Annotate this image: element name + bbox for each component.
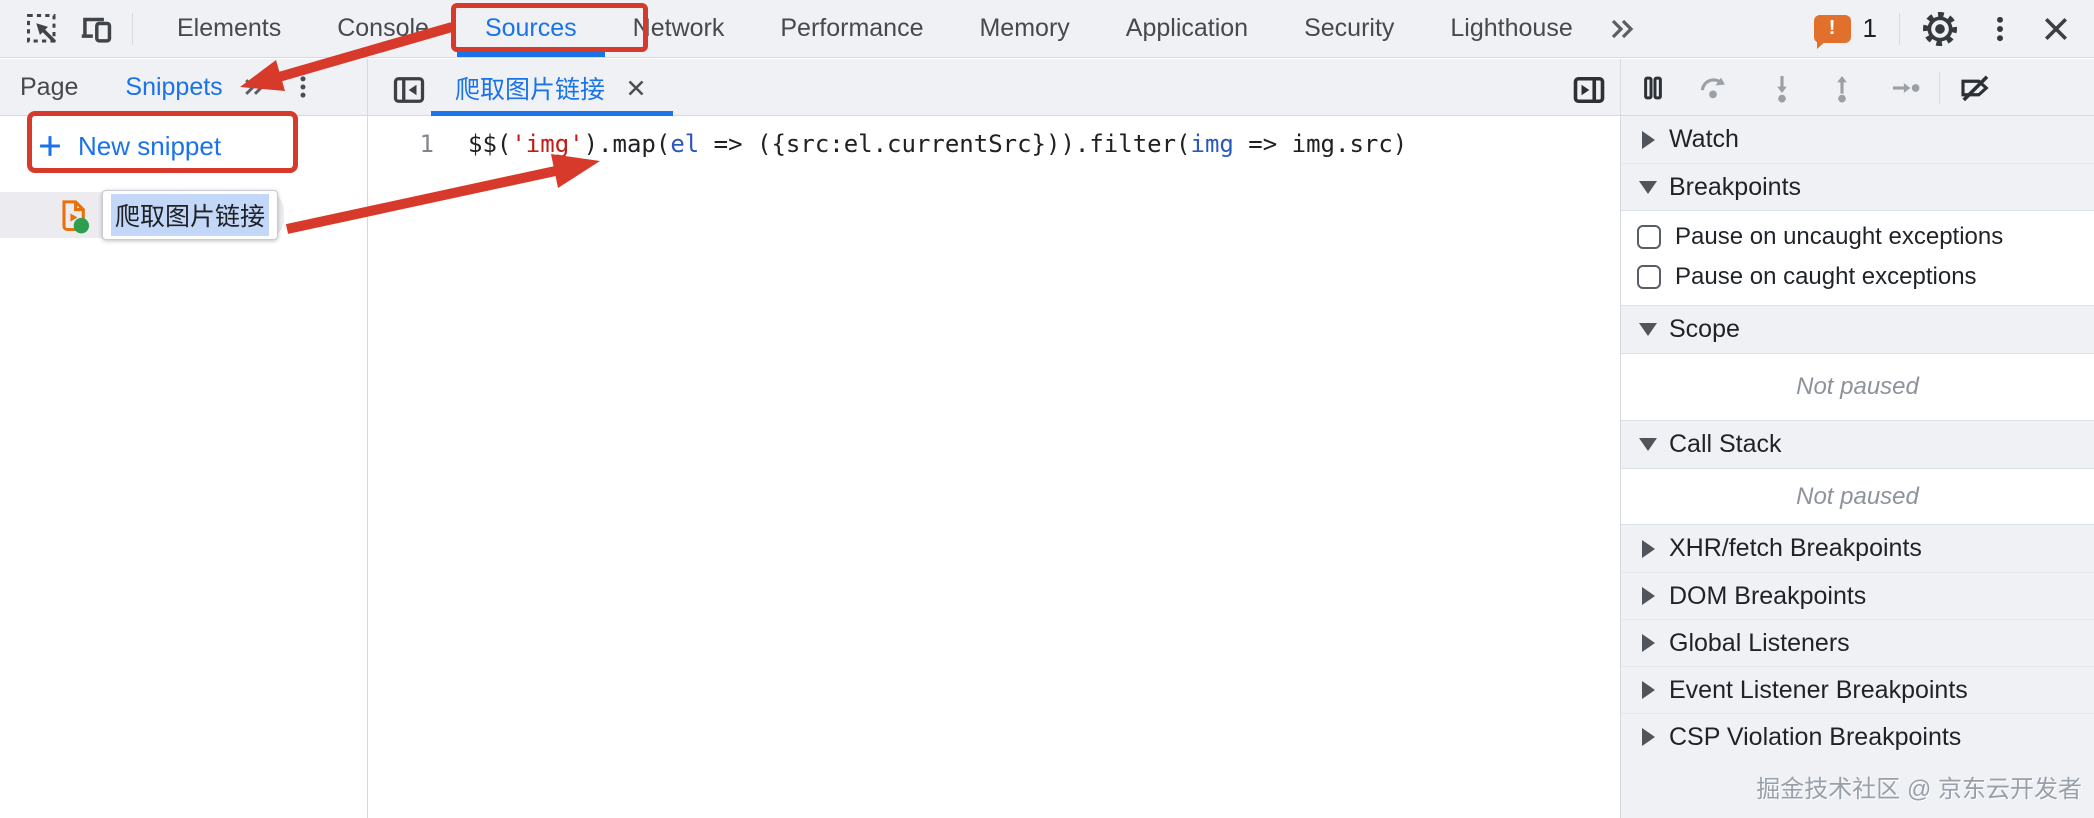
section-label: XHR/fetch Breakpoints bbox=[1669, 534, 1922, 562]
snippet-name-editbox[interactable]: 爬取图片链接 bbox=[102, 190, 279, 240]
call-stack-content: Not paused bbox=[1621, 468, 2094, 525]
chevron-down-icon bbox=[1637, 438, 1659, 451]
tab-memory[interactable]: Memory bbox=[979, 14, 1070, 42]
debugger-sidebar: Watch Breakpoints Pause on uncaught exce… bbox=[1620, 59, 2094, 818]
editor-pane: 爬取图片链接 1 bbox=[368, 59, 1620, 818]
section-label: Breakpoints bbox=[1669, 172, 1802, 201]
tab-console[interactable]: Console bbox=[337, 14, 429, 42]
new-snippet-button[interactable]: New snippet bbox=[0, 122, 367, 170]
debugger-sections: Watch Breakpoints Pause on uncaught exce… bbox=[1621, 116, 2094, 818]
breakpoints-content: Pause on uncaught exceptions Pause on ca… bbox=[1621, 210, 2094, 306]
section-watch[interactable]: Watch bbox=[1621, 116, 2094, 163]
navigator-more-tabs-icon[interactable] bbox=[235, 67, 275, 107]
section-call-stack[interactable]: Call Stack bbox=[1621, 421, 2094, 468]
editor-tabbar: 爬取图片链接 bbox=[368, 59, 1620, 116]
section-label: Event Listener Breakpoints bbox=[1669, 675, 1968, 704]
kebab-menu-icon[interactable] bbox=[1980, 9, 2020, 49]
snippet-list-item[interactable]: 爬取图片链接 bbox=[0, 190, 284, 240]
editor-tab-snippet[interactable]: 爬取图片链接 bbox=[431, 59, 673, 116]
chevron-right-icon bbox=[1637, 130, 1659, 149]
section-global-listeners[interactable]: Global Listeners bbox=[1621, 619, 2094, 666]
plus-icon bbox=[40, 136, 60, 156]
navigator-tabbar: Page Snippets bbox=[0, 59, 367, 116]
section-label: Watch bbox=[1669, 125, 1739, 153]
section-label: DOM Breakpoints bbox=[1669, 581, 1867, 610]
step-out-icon[interactable] bbox=[1824, 70, 1860, 106]
chevron-down-icon bbox=[1637, 323, 1659, 336]
sources-panel: Page Snippets bbox=[0, 59, 2094, 818]
tab-elements[interactable]: Elements bbox=[177, 14, 282, 42]
tab-close-icon[interactable] bbox=[623, 75, 649, 101]
code-content: $$('img').map(el => ({src:el.currentSrc}… bbox=[468, 130, 1408, 158]
toolbar-right-cluster: ! 1 bbox=[1813, 9, 2094, 49]
chevron-right-icon bbox=[1637, 539, 1659, 558]
section-breakpoints[interactable]: Breakpoints bbox=[1621, 163, 2094, 210]
navigator-kebab-menu-icon[interactable] bbox=[283, 67, 323, 107]
tab-security[interactable]: Security bbox=[1304, 14, 1395, 42]
tab-performance[interactable]: Performance bbox=[780, 14, 924, 42]
toolbar-divider bbox=[1899, 12, 1900, 45]
section-event-listener-breakpoints[interactable]: Event Listener Breakpoints bbox=[1621, 666, 2094, 713]
pause-caught-row[interactable]: Pause on caught exceptions bbox=[1621, 257, 2094, 297]
step-icon[interactable] bbox=[1887, 70, 1923, 106]
devtools-main-toolbar: Elements Console Sources Network Perform… bbox=[0, 0, 2094, 58]
section-label: Call Stack bbox=[1669, 430, 1782, 458]
pause-caught-checkbox[interactable] bbox=[1637, 265, 1661, 289]
tab-network[interactable]: Network bbox=[632, 14, 725, 42]
tab-application[interactable]: Application bbox=[1125, 14, 1249, 42]
issues-badge-icon[interactable]: ! bbox=[1813, 14, 1851, 49]
navigator-tab-page[interactable]: Page bbox=[20, 72, 79, 101]
hide-debugger-sidebar-icon[interactable] bbox=[1569, 70, 1609, 110]
tab-sources[interactable]: Sources bbox=[457, 0, 605, 57]
more-tabs-icon[interactable] bbox=[1603, 9, 1643, 49]
tab-lighthouse[interactable]: Lighthouse bbox=[1450, 14, 1573, 42]
section-xhr-breakpoints[interactable]: XHR/fetch Breakpoints bbox=[1621, 525, 2094, 572]
navigator-sidebar: Page Snippets bbox=[0, 59, 368, 818]
checkbox-label: Pause on caught exceptions bbox=[1675, 263, 1977, 290]
chevron-right-icon bbox=[1637, 634, 1659, 652]
navigator-tab-snippets[interactable]: Snippets bbox=[125, 72, 223, 101]
code-line-1: 1 $$('img').map(el => ({src:el.currentSr… bbox=[368, 122, 1620, 166]
step-into-icon[interactable] bbox=[1764, 70, 1800, 106]
section-label: Global Listeners bbox=[1669, 628, 1850, 657]
line-number: 1 bbox=[419, 130, 434, 158]
toolbar-divider bbox=[1939, 72, 1940, 104]
section-dom-breakpoints[interactable]: DOM Breakpoints bbox=[1621, 572, 2094, 619]
new-snippet-label: New snippet bbox=[78, 130, 222, 161]
call-stack-status: Not paused bbox=[1796, 482, 1919, 510]
section-label: Scope bbox=[1669, 315, 1740, 343]
checkbox-label: Pause on uncaught exceptions bbox=[1675, 223, 2004, 250]
code-editor[interactable]: 1 $$('img').map(el => ({src:el.currentSr… bbox=[368, 116, 1620, 818]
chevron-right-icon bbox=[1637, 728, 1659, 746]
pause-script-icon[interactable] bbox=[1635, 70, 1671, 106]
snippets-list: New snippet 爬取图片链接 bbox=[0, 116, 367, 818]
chevron-right-icon bbox=[1637, 587, 1659, 605]
pause-uncaught-row[interactable]: Pause on uncaught exceptions bbox=[1621, 217, 2094, 257]
pause-uncaught-checkbox[interactable] bbox=[1637, 225, 1661, 249]
watermark: 掘金技术社区 @ 京东云开发者 bbox=[1756, 776, 2082, 803]
debugger-toolbar bbox=[1621, 59, 2094, 116]
scope-content: Not paused bbox=[1621, 353, 2094, 421]
section-scope[interactable]: Scope bbox=[1621, 306, 2094, 353]
scope-status: Not paused bbox=[1796, 373, 1919, 400]
hide-navigator-icon[interactable] bbox=[389, 70, 429, 110]
chevron-down-icon bbox=[1637, 180, 1659, 194]
issues-exclaim: ! bbox=[1828, 17, 1836, 39]
close-devtools-icon[interactable] bbox=[2036, 9, 2076, 49]
inspect-element-icon[interactable] bbox=[22, 9, 62, 49]
chevron-right-icon bbox=[1637, 681, 1659, 699]
snippet-name: 爬取图片链接 bbox=[111, 194, 270, 236]
issues-count: 1 bbox=[1862, 13, 1877, 43]
editor-tab-label: 爬取图片链接 bbox=[455, 75, 606, 104]
settings-gear-icon[interactable] bbox=[1920, 9, 1960, 49]
snippet-file-icon bbox=[56, 198, 90, 234]
section-csp-violation-breakpoints[interactable]: CSP Violation Breakpoints bbox=[1621, 713, 2094, 760]
deactivate-breakpoints-icon[interactable] bbox=[1957, 70, 1993, 106]
section-label: CSP Violation Breakpoints bbox=[1669, 722, 1962, 751]
toolbar-divider bbox=[132, 12, 133, 45]
step-over-icon[interactable] bbox=[1695, 70, 1731, 106]
device-toolbar-icon[interactable] bbox=[76, 9, 116, 49]
